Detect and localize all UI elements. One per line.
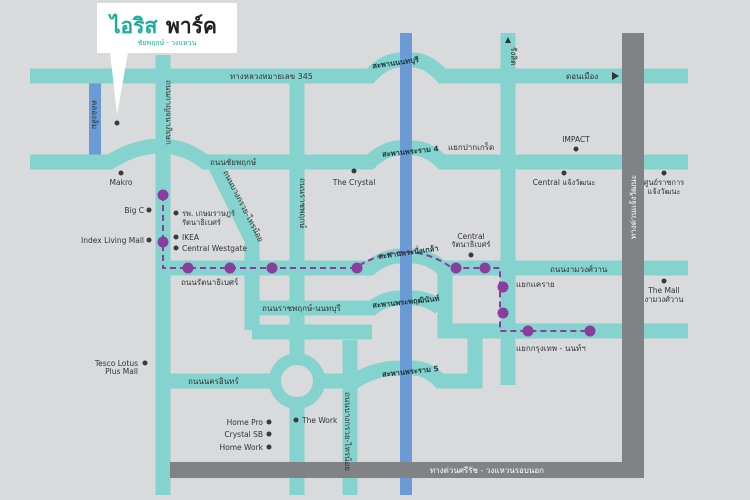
poi-govt-center-1: ศูนย์ราชการ xyxy=(644,178,684,187)
station xyxy=(182,262,194,274)
label-bkk-nonthaburi: แยกกรุงเทพ - นนท์ฯ xyxy=(516,343,586,353)
road-chaiyaphruek xyxy=(30,138,688,170)
label-khae-rai: แยกแคราย xyxy=(516,280,555,289)
station xyxy=(157,189,169,201)
tollway-sirat xyxy=(170,462,644,478)
label-don-mueang: ดอนเมือง xyxy=(566,72,598,81)
poi-home-pro: Home Pro xyxy=(227,418,264,427)
label-pak-kret: แยกปากเกร็ด xyxy=(448,142,494,152)
label-nakhon-in: ถนนนครอินทร์ xyxy=(188,376,239,386)
poi-tesco-1: Tesco Lotus xyxy=(94,359,138,368)
poi-central-westgate: Central Westgate xyxy=(182,244,247,253)
station xyxy=(450,262,462,274)
label-chaiyaphruek: ถนนชัยพฤกษ์ xyxy=(210,157,256,167)
label-rattanathibet: ถนนรัตนาธิเบศร์ xyxy=(181,277,239,287)
points-of-interest: Makro The Crystal IMPACT Central แจ้งวัฒ… xyxy=(81,135,684,452)
purple-line-stations xyxy=(157,189,596,337)
label-ratchaphruek: ถนนราชพฤกษ์ xyxy=(298,178,308,228)
arrow-up-icon xyxy=(505,37,511,43)
poi-hospital-1: รพ. เกษมราษฎร์ xyxy=(182,209,235,218)
poi-bigc: Big C xyxy=(124,206,144,215)
poi-crystal-sb: Crystal SB xyxy=(224,430,263,439)
station xyxy=(266,262,278,274)
road-connector xyxy=(437,268,688,339)
road-bangkruai-sainoi xyxy=(208,161,260,330)
label-canal: คลองส้ม xyxy=(90,100,99,129)
poi-makro: Makro xyxy=(110,178,133,187)
station xyxy=(157,236,169,248)
label-tollway-chaengwattana: ทางด่วนแจ้งวัฒนะ xyxy=(629,175,638,239)
poi-govt-center-2: แจ้งวัฒนะ xyxy=(647,187,680,196)
poi-hospital-2: รัตนาธิเบศร์ xyxy=(182,218,221,227)
station xyxy=(497,281,509,293)
station xyxy=(479,262,491,274)
station xyxy=(497,307,509,319)
project-logo-callout: ไอริส พาร์ค ชัยพฤกษ์ - วงแหวน xyxy=(97,3,237,126)
station xyxy=(224,262,236,274)
label-bangkruai-sainoi-2: ถนนบางกรวย-ไทรน้อย xyxy=(343,392,352,471)
arrow-right-icon xyxy=(612,72,619,80)
tollway-chaengwattana xyxy=(622,33,644,465)
label-kanchanaphisek: ถนนกาญจนาภิเษก xyxy=(164,80,173,145)
poi-central-chaengwattana: Central แจ้งวัฒนะ xyxy=(533,178,596,187)
poi-tesco-2: Plus Mall xyxy=(105,367,138,376)
poi-the-mall-2: งามวงศ์วาน xyxy=(644,295,683,304)
poi-impact: IMPACT xyxy=(562,135,590,144)
logo-title-1: ไอริส xyxy=(108,13,157,38)
purple-line-track xyxy=(162,195,590,332)
label-hwy345: ทางหลวงหมายเลข 345 xyxy=(230,72,313,81)
poi-home-work: Home Work xyxy=(219,443,263,452)
station xyxy=(522,325,534,337)
station xyxy=(351,262,363,274)
poi-ikea: IKEA xyxy=(182,233,200,242)
poi-the-mall-1: The Mall xyxy=(647,286,680,295)
poi-index-living-mall: Index Living Mall xyxy=(81,236,144,245)
project-location-pin xyxy=(114,120,120,126)
chao-phraya-river xyxy=(400,33,412,495)
logo-subtitle: ชัยพฤกษ์ - วงแหวน xyxy=(138,39,197,47)
roundabout xyxy=(269,353,325,409)
poi-central-rattanathibet-1: Central xyxy=(457,232,484,241)
label-ngamwongwan: ถนนงามวงศ์วาน xyxy=(550,264,608,274)
logo-title-2: พาร์ค xyxy=(166,14,217,38)
canal xyxy=(89,82,101,155)
poi-the-crystal: The Crystal xyxy=(332,178,376,187)
label-rangsit: รังสิต xyxy=(509,47,518,65)
station xyxy=(584,325,596,337)
label-ratchaphruek-nonthaburi: ถนนราชพฤกษ์-นนทบุรี xyxy=(262,303,341,313)
poi-the-work: The Work xyxy=(301,416,338,425)
label-tollway-sirat: ทางด่วนศรีรัช - วงแหวนรอบนอก xyxy=(430,466,544,475)
poi-central-rattanathibet-2: รัตนาธิเบศร์ xyxy=(452,240,491,249)
